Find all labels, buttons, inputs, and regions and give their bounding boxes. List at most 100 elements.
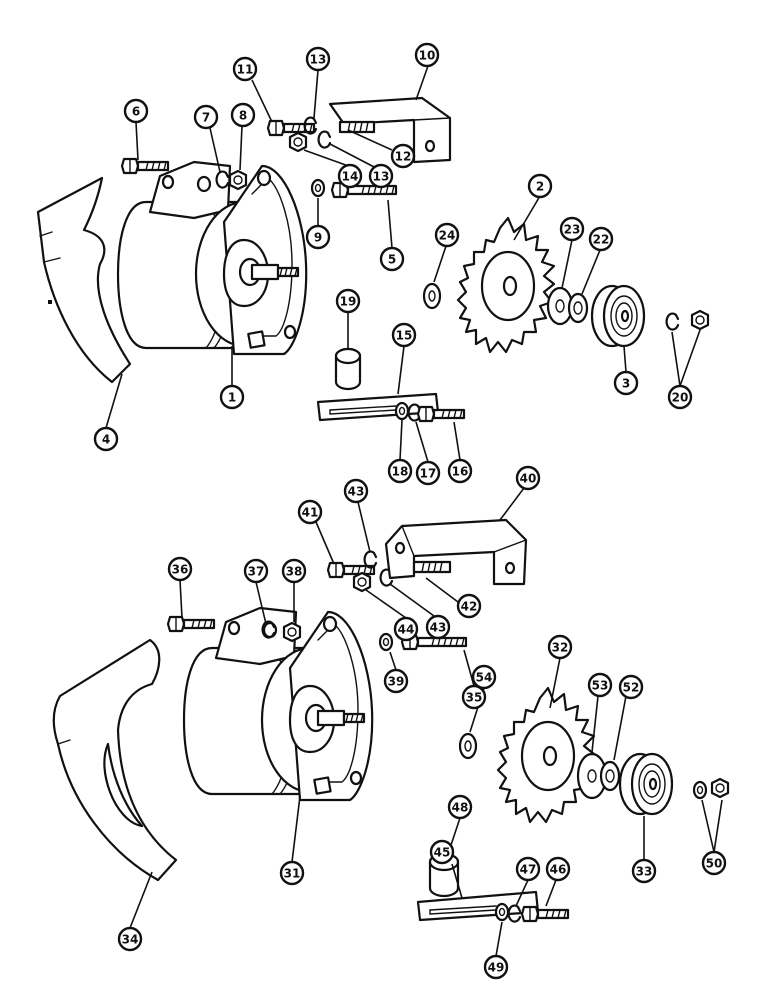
callout-5: 5 xyxy=(379,246,405,272)
callout-43-top: 43 xyxy=(343,478,369,504)
callout-17: 17 xyxy=(415,460,441,486)
callout-3: 3 xyxy=(613,370,639,396)
callout-1: 1 xyxy=(219,384,245,410)
callout-12: 12 xyxy=(390,143,416,169)
svg-text:13: 13 xyxy=(310,53,327,67)
svg-text:41: 41 xyxy=(302,506,319,520)
part-50-washer xyxy=(692,780,708,800)
callout-13-top: 13 xyxy=(305,46,331,72)
callout-11: 11 xyxy=(232,56,258,82)
callout-53: 53 xyxy=(587,672,613,698)
leader-lines xyxy=(105,65,723,957)
svg-text:24: 24 xyxy=(439,229,456,243)
svg-text:49: 49 xyxy=(488,961,505,975)
part-36-bolt xyxy=(166,615,216,633)
svg-text:38: 38 xyxy=(286,565,303,579)
svg-text:43: 43 xyxy=(348,485,365,499)
part-32-fan xyxy=(496,686,596,824)
part-44-nut xyxy=(352,571,372,593)
lower-assembly xyxy=(52,518,730,923)
svg-text:47: 47 xyxy=(520,863,537,877)
callout-33: 33 xyxy=(631,858,657,884)
svg-text:4: 4 xyxy=(102,433,110,447)
svg-text:43: 43 xyxy=(430,621,447,635)
callout-15: 15 xyxy=(391,322,417,348)
callout-49: 48 xyxy=(447,794,473,820)
part-19-spacer xyxy=(334,347,362,391)
callout-52: 52 xyxy=(618,674,644,700)
svg-text:10: 10 xyxy=(419,49,436,63)
svg-text:36: 36 xyxy=(172,563,189,577)
upper-assembly xyxy=(36,96,710,423)
svg-text:32: 32 xyxy=(552,641,569,655)
svg-text:19: 19 xyxy=(340,295,357,309)
svg-text:18: 18 xyxy=(392,465,409,479)
part-8-nut xyxy=(228,169,248,191)
part-18-washer xyxy=(394,401,410,421)
part-4-fan-shroud xyxy=(36,176,132,384)
svg-text:34: 34 xyxy=(122,933,139,947)
svg-text:16: 16 xyxy=(452,465,469,479)
svg-text:44: 44 xyxy=(398,623,415,637)
callout-10: 10 xyxy=(414,42,440,68)
callout-6: 6 xyxy=(123,98,149,124)
svg-text:31: 31 xyxy=(284,867,301,881)
callouts: 6 7 8 11 13 10 12 13 14 9 5 2 24 23 22 1… xyxy=(93,42,727,980)
svg-text:33: 33 xyxy=(636,865,653,879)
callout-16: 16 xyxy=(447,458,473,484)
callout-44: 44 xyxy=(393,616,419,642)
part-40-bracket xyxy=(384,518,528,586)
callout-13-bottom: 13 xyxy=(368,163,394,189)
svg-text:1: 1 xyxy=(228,391,236,405)
part-2-fan xyxy=(456,216,556,354)
callout-2: 2 xyxy=(527,173,553,199)
callout-23: 23 xyxy=(559,216,585,242)
part-33-pulley xyxy=(618,752,674,816)
part-9-washer xyxy=(310,178,326,198)
callout-48: 49 xyxy=(483,954,509,980)
part-16-bolt xyxy=(416,405,466,423)
callout-19: 19 xyxy=(335,288,361,314)
part-46-bolt xyxy=(520,905,570,923)
callout-8: 8 xyxy=(230,102,256,128)
callout-34: 34 xyxy=(117,926,143,952)
callout-35: 35 xyxy=(461,684,487,710)
svg-text:13: 13 xyxy=(373,170,390,184)
svg-text:53: 53 xyxy=(592,679,609,693)
svg-text:14: 14 xyxy=(342,170,359,184)
part-54-washer xyxy=(458,732,478,760)
svg-text:17: 17 xyxy=(420,467,437,481)
svg-text:37: 37 xyxy=(248,565,265,579)
svg-text:23: 23 xyxy=(564,223,581,237)
svg-text:9: 9 xyxy=(314,231,322,245)
part-38-nut xyxy=(282,621,302,643)
part-50-nut xyxy=(710,777,730,799)
part-6-bolt xyxy=(120,157,170,175)
svg-text:40: 40 xyxy=(520,472,537,486)
svg-text:6: 6 xyxy=(132,105,140,119)
callout-20: 20 xyxy=(667,384,693,410)
callout-39: 39 xyxy=(383,668,409,694)
svg-text:46: 46 xyxy=(550,863,567,877)
svg-text:5: 5 xyxy=(388,253,396,267)
svg-text:35: 35 xyxy=(466,691,483,705)
part-24-washer xyxy=(422,282,442,310)
svg-text:54: 54 xyxy=(476,671,493,685)
part-39-washer xyxy=(378,632,394,652)
svg-text:22: 22 xyxy=(593,233,610,247)
callout-47: 47 xyxy=(515,856,541,882)
callout-9: 9 xyxy=(305,224,331,250)
part-13-lock-washer-lower xyxy=(317,130,332,149)
callout-4: 4 xyxy=(93,426,119,452)
part-1-alternator xyxy=(116,160,308,356)
svg-text:12: 12 xyxy=(395,150,412,164)
callout-36: 36 xyxy=(167,556,193,582)
svg-text:3: 3 xyxy=(622,377,630,391)
svg-text:20: 20 xyxy=(672,391,689,405)
part-22-spacer xyxy=(567,292,589,324)
part-10-bracket xyxy=(328,96,452,164)
svg-text:45: 45 xyxy=(434,846,451,860)
svg-text:8: 8 xyxy=(239,109,247,123)
svg-text:11: 11 xyxy=(237,63,254,77)
